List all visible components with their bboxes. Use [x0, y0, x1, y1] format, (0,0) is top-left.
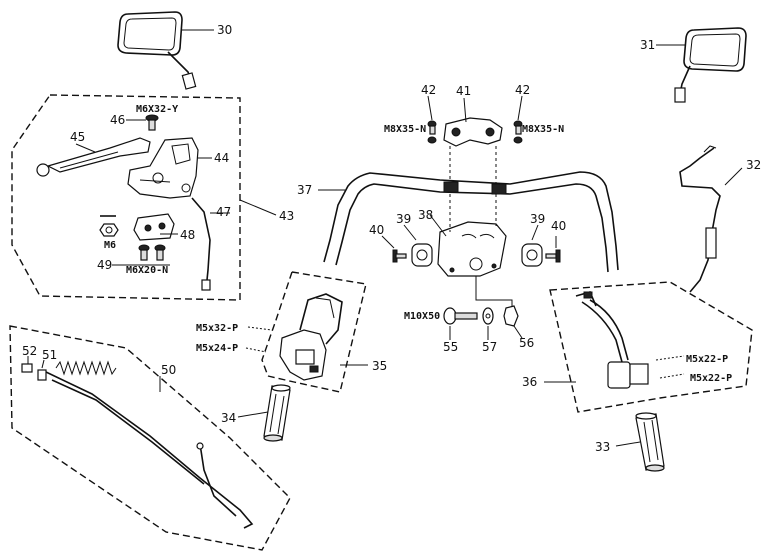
throttle-cable-50 [45, 371, 254, 529]
spec-m6x32y: M6X32-Y [136, 104, 178, 115]
left-switch-35 [279, 293, 343, 381]
part-label-56: 56 [519, 336, 534, 350]
spec-m10x50: M10X50 [404, 311, 440, 322]
part-label-48: 48 [180, 228, 195, 242]
clamp-39-left [411, 243, 433, 267]
part-label-33: 33 [595, 440, 610, 454]
bolt-55 [443, 307, 478, 325]
spec-m6x20n: M6X20-N [126, 265, 168, 276]
part-label-47: 47 [216, 205, 231, 219]
part-label-38: 38 [418, 208, 433, 222]
part-label-35: 35 [372, 359, 387, 373]
cable-32 [679, 145, 721, 293]
part-label-50: 50 [161, 363, 176, 377]
part-label-49: 49 [97, 258, 112, 272]
part-label-39-right: 39 [530, 212, 545, 226]
part-label-40-right: 40 [551, 219, 566, 233]
part-label-44: 44 [214, 151, 229, 165]
spring-51 [37, 360, 117, 381]
left-switch-box [267, 271, 367, 393]
part-label-31: 31 [640, 38, 655, 52]
holder-41 [443, 117, 503, 147]
part-label-46: 46 [110, 113, 125, 127]
screw-40-left [392, 249, 407, 263]
part-label-41: 41 [456, 84, 471, 98]
spec-m5x22p-a: M5x22-P [686, 354, 728, 365]
part-label-57: 57 [482, 340, 497, 354]
lever-housing-44 [127, 137, 199, 199]
handlebar-37 [323, 171, 619, 273]
spec-m5x24p: M5x24-P [196, 343, 238, 354]
part-label-42-right: 42 [515, 83, 530, 97]
spec-m8x35n-right: M8X35-N [522, 124, 564, 135]
part-label-36: 36 [522, 375, 537, 389]
throttle-cable-box [9, 325, 291, 551]
part-label-55: 55 [443, 340, 458, 354]
spec-m6: M6 [104, 240, 116, 251]
part-label-40-left: 40 [369, 223, 384, 237]
right-mirror [674, 27, 747, 103]
part-label-37: 37 [297, 183, 312, 197]
clamp-48 [133, 213, 175, 241]
part-label-45: 45 [70, 130, 85, 144]
grip-33 [635, 412, 665, 472]
part-label-30: 30 [217, 23, 232, 37]
brake-lever-45 [36, 137, 151, 177]
bracket-38 [437, 221, 507, 277]
right-switch-36 [575, 291, 649, 389]
nut-m6 [99, 215, 119, 237]
screw-46 [145, 114, 159, 131]
lever-assembly-box [11, 94, 241, 301]
part-label-34: 34 [221, 411, 236, 425]
part-label-39-left: 39 [396, 212, 411, 226]
spec-m5x22p-b: M5x22-P [690, 373, 732, 384]
part-label-52: 52 [22, 344, 37, 358]
screw-40-right [545, 249, 561, 263]
nut-56 [503, 305, 519, 327]
right-switch-box [549, 281, 753, 413]
part-label-32: 32 [746, 158, 761, 172]
part-label-42-left: 42 [421, 83, 436, 97]
part-label-51: 51 [42, 348, 57, 362]
bolts-42-right [513, 120, 523, 144]
spec-m5x32p: M5x32-P [196, 323, 238, 334]
bolts-42-left [427, 120, 437, 144]
left-mirror [117, 11, 197, 90]
washer-57 [482, 307, 494, 325]
screws-49 [138, 244, 166, 261]
cap-52 [21, 363, 33, 373]
brake-cable-47 [191, 197, 211, 291]
part-label-43: 43 [279, 209, 294, 223]
spec-m8x35n-left: M8X35-N [384, 124, 426, 135]
clamp-39-right [521, 243, 543, 267]
grip-34 [263, 384, 291, 442]
